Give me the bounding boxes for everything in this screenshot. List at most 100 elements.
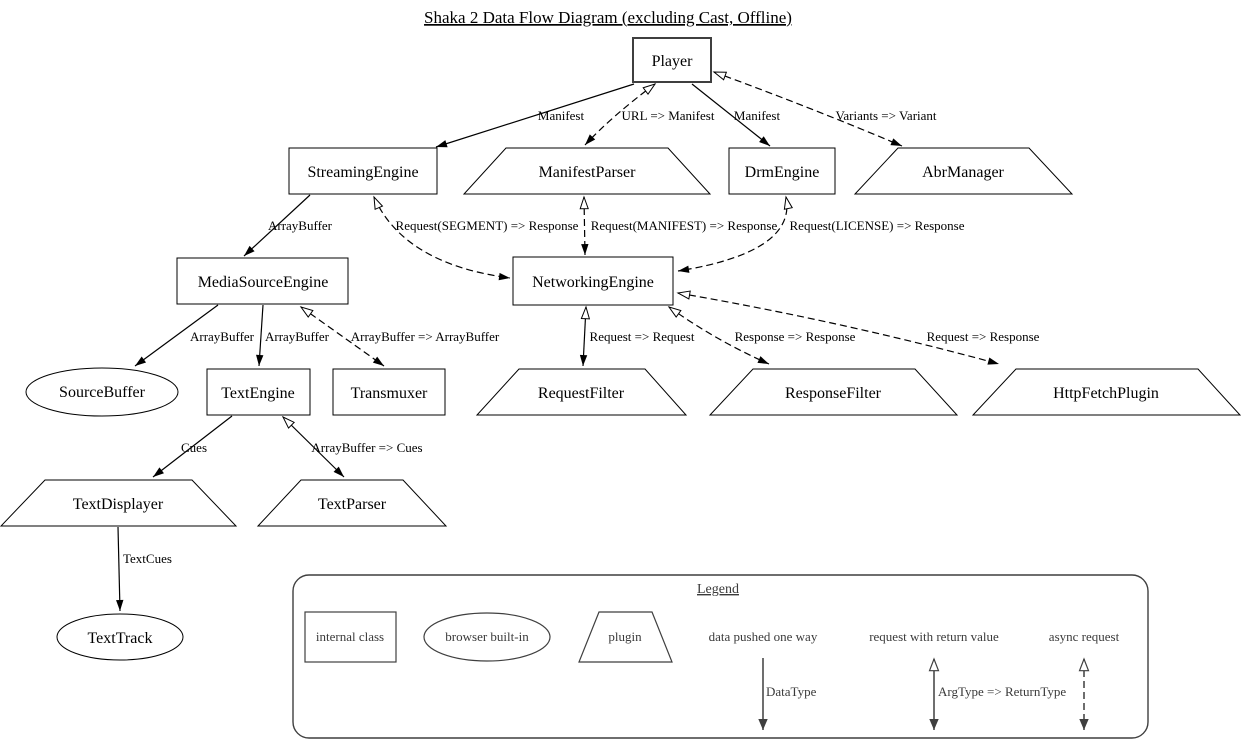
node-text-parser: TextParser — [256, 479, 448, 527]
legend-internal-class-box — [304, 611, 397, 663]
edge-label-arraybuffer-textengine: ArrayBuffer — [265, 329, 330, 344]
diagram-title: Shaka 2 Data Flow Diagram (excluding Cas… — [424, 8, 792, 27]
edge-textengine-textparser — [281, 415, 345, 478]
node-drm-engine: DrmEngine — [728, 147, 836, 195]
text-displayer-trapezoid — [0, 479, 238, 527]
http-fetch-plugin-label: HttpFetchPlugin — [1053, 385, 1159, 402]
legend-browser-built-in-ellipse — [423, 612, 551, 662]
edge-mediasourceengine-textengine — [256, 304, 264, 367]
edge-player-abrmanager — [712, 71, 903, 147]
edge-label-arraybuffer-mse: ArrayBuffer — [268, 218, 333, 233]
legend-data-pushed-annotation: DataType — [766, 684, 817, 699]
abr-manager-label: AbrManager — [922, 164, 1004, 181]
edge-label-request-request: Request => Request — [590, 329, 695, 344]
legend-browser-built-in-label: browser built-in — [445, 629, 529, 644]
edge-manifestparser-networkingengine — [579, 195, 589, 256]
edge-label-arraybuffer-cues: ArrayBuffer => Cues — [311, 440, 422, 455]
legend-plugin-trapezoid — [578, 611, 673, 663]
legend-plugin-label: plugin — [608, 629, 642, 644]
legend-internal-class: internal class — [304, 611, 397, 663]
transmuxer-box — [332, 368, 446, 416]
node-player: Player — [632, 37, 712, 83]
edge-textdisplayer-texttrack — [116, 526, 124, 612]
edge-label-manifest-streaming: Manifest — [538, 108, 585, 123]
legend-browser-built-in: browser built-in — [423, 612, 551, 662]
edge-label-cues: Cues — [181, 440, 207, 455]
node-abr-manager: AbrManager — [853, 147, 1074, 195]
source-buffer-ellipse — [25, 367, 179, 417]
networking-engine-label: NetworkingEngine — [532, 274, 654, 291]
edge-label-request-manifest: Request(MANIFEST) => Response — [591, 218, 778, 233]
legend-data-pushed-label: data pushed one way — [709, 629, 818, 644]
node-streaming-engine: StreamingEngine — [288, 147, 438, 195]
legend-request-return-annotation: ArgType => ReturnType — [938, 684, 1066, 699]
edges-layer: Manifest URL => Manifest Manifest Varian… — [116, 71, 1040, 612]
manifest-parser-trapezoid — [462, 147, 712, 195]
abr-manager-trapezoid — [853, 147, 1074, 195]
http-fetch-plugin-trapezoid — [971, 368, 1241, 416]
node-http-fetch-plugin: HttpFetchPlugin — [971, 368, 1241, 416]
edge-mediasourceengine-transmuxer — [299, 306, 385, 367]
edge-streamingengine-networkingengine — [373, 195, 511, 281]
drm-engine-label: DrmEngine — [745, 164, 820, 181]
edge-label-arraybuffer-sourcebuffer: ArrayBuffer — [190, 329, 255, 344]
node-text-displayer: TextDisplayer — [0, 479, 238, 527]
edge-player-streamingengine — [435, 83, 635, 148]
legend-async-request-label: async request — [1049, 629, 1120, 644]
legend: Legend internal class browser built-in p… — [292, 574, 1149, 739]
source-buffer-label: SourceBuffer — [59, 384, 146, 401]
response-filter-trapezoid — [708, 368, 959, 416]
player-label: Player — [652, 53, 694, 70]
text-engine-label: TextEngine — [221, 385, 295, 402]
drm-engine-box — [728, 147, 836, 195]
media-source-engine-box — [176, 257, 349, 305]
edge-label-manifest-drm: Manifest — [734, 108, 781, 123]
edge-label-response-response: Response => Response — [735, 329, 856, 344]
node-transmuxer: Transmuxer — [332, 368, 446, 416]
node-manifest-parser: ManifestParser — [462, 147, 712, 195]
edge-label-arraybuffer-arraybuffer: ArrayBuffer => ArrayBuffer — [351, 329, 500, 344]
legend-internal-class-label: internal class — [316, 629, 384, 644]
legend-async-request: async request — [1049, 629, 1120, 730]
edge-textengine-textdisplayer — [152, 415, 233, 478]
text-track-label: TextTrack — [88, 630, 153, 647]
text-parser-trapezoid — [256, 479, 448, 527]
node-source-buffer: SourceBuffer — [25, 367, 179, 417]
legend-title: Legend — [697, 582, 739, 597]
edge-networkingengine-requestfilter — [579, 305, 591, 367]
node-text-track: TextTrack — [56, 613, 184, 661]
node-networking-engine: NetworkingEngine — [512, 256, 674, 306]
legend-request-with-return: request with return value ArgType => Ret… — [869, 629, 1066, 730]
edge-networkingengine-httpfetchplugin — [676, 290, 1000, 365]
edge-label-request-license: Request(LICENSE) => Response — [790, 218, 965, 233]
response-filter-label: ResponseFilter — [785, 385, 882, 402]
media-source-engine-label: MediaSourceEngine — [198, 274, 329, 291]
legend-request-return-label: request with return value — [869, 629, 999, 644]
edge-label-request-response: Request => Response — [927, 329, 1040, 344]
text-parser-label: TextParser — [318, 496, 387, 513]
node-request-filter: RequestFilter — [475, 368, 688, 416]
streaming-engine-label: StreamingEngine — [307, 164, 418, 181]
transmuxer-label: Transmuxer — [351, 385, 428, 402]
edge-label-url-manifest: URL => Manifest — [622, 108, 715, 123]
text-displayer-label: TextDisplayer — [73, 496, 164, 513]
text-track-ellipse — [56, 613, 184, 661]
node-text-engine: TextEngine — [206, 368, 311, 416]
legend-border — [292, 574, 1149, 739]
manifest-parser-label: ManifestParser — [539, 164, 637, 181]
legend-data-pushed-one-way: data pushed one way DataType — [709, 629, 818, 730]
edge-streamingengine-mediasourceengine — [243, 194, 311, 257]
node-response-filter: ResponseFilter — [708, 368, 959, 416]
request-filter-trapezoid — [475, 368, 688, 416]
request-filter-label: RequestFilter — [538, 385, 625, 402]
legend-plugin: plugin — [578, 611, 673, 663]
player-box — [632, 37, 712, 83]
edge-drmengine-networkingengine — [677, 195, 793, 273]
nodes-layer: Player StreamingEngine ManifestParser Dr… — [0, 37, 1241, 661]
edge-label-variants-variant: Variants => Variant — [835, 108, 936, 123]
streaming-engine-box — [288, 147, 438, 195]
edge-label-request-segment: Request(SEGMENT) => Response — [396, 218, 579, 233]
edge-label-textcues: TextCues — [123, 551, 172, 566]
